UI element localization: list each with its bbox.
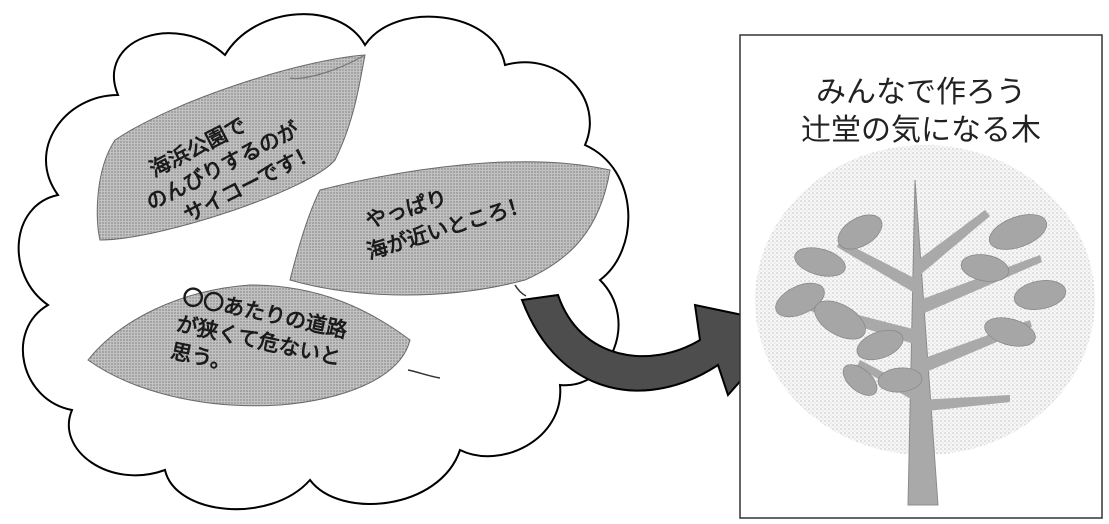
tree-leaf [842, 364, 878, 396]
tree-leaf [877, 367, 923, 393]
tree-title-line-2: 辻堂の気になる木 [801, 113, 1041, 148]
tree-leaf [960, 254, 1010, 282]
tree-branch [920, 255, 1042, 315]
tree-branch [837, 240, 918, 295]
tree-leaf [1013, 280, 1067, 310]
tree-leaf [856, 329, 904, 361]
tree-leaf [837, 214, 883, 250]
tree-leaf [775, 282, 825, 318]
tree-leaf [984, 317, 1036, 347]
tree-leaf [814, 300, 866, 340]
tree-title-line-1: みんなで作ろう [816, 75, 1026, 110]
leaf-2: やっぱり 海が近いところ！ [289, 161, 611, 297]
tree-branch [918, 395, 1010, 412]
tree-leaf [988, 214, 1048, 250]
leaf-2-shape [289, 161, 611, 296]
leaf-3-shape [87, 284, 411, 407]
leaf-1-shape [96, 54, 366, 241]
tree-leaf [794, 247, 846, 277]
tree-panel: みんなで作ろう 辻堂の気になる木 [739, 34, 1103, 519]
tree-branch [918, 210, 990, 275]
